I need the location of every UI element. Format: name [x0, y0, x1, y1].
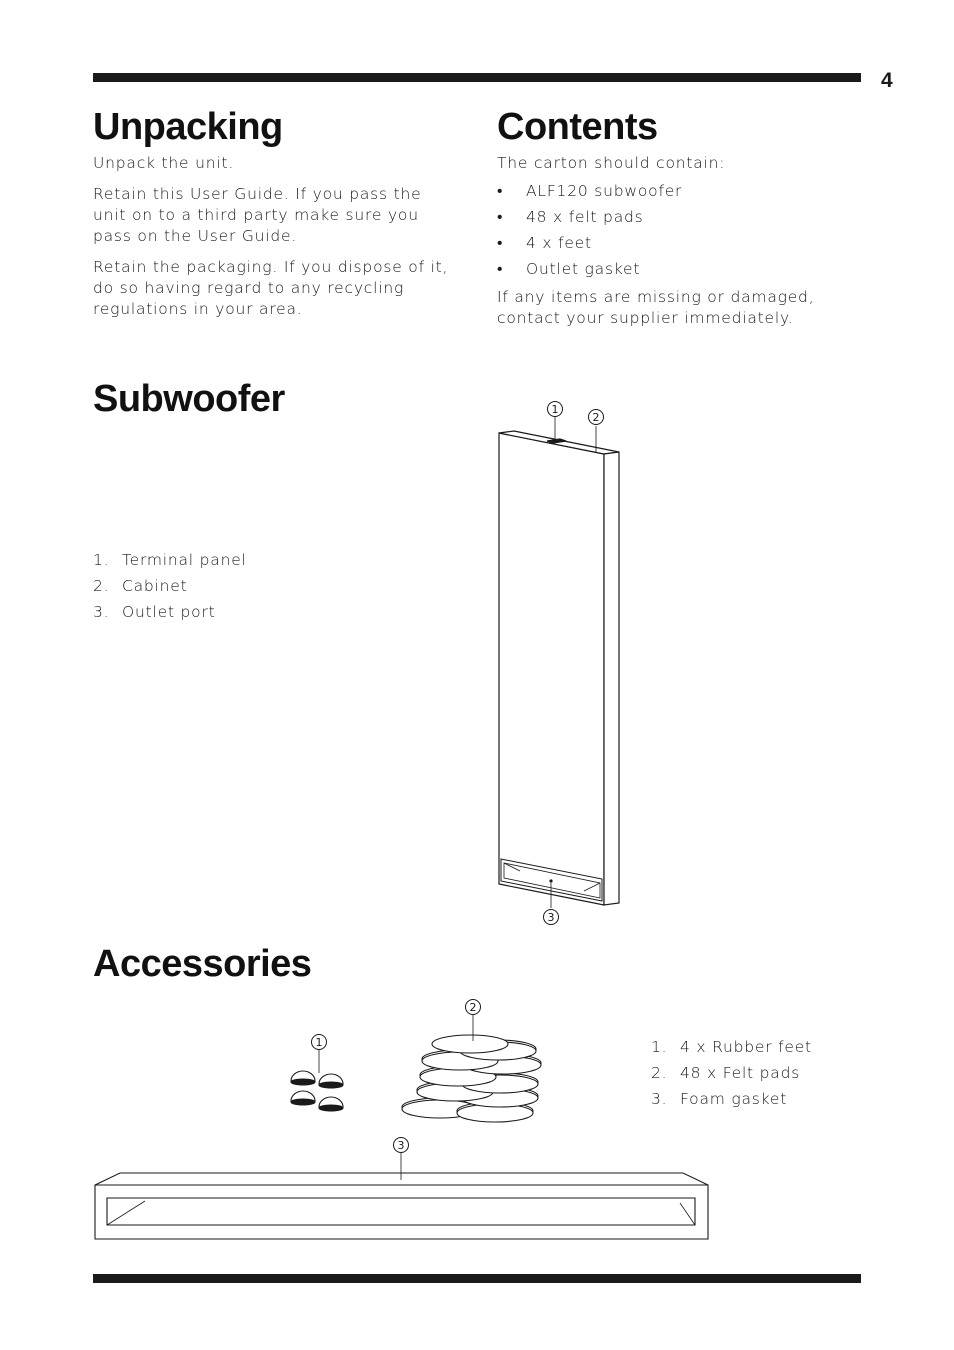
bottom-rule	[93, 1274, 861, 1283]
callout-label: 2	[470, 1001, 477, 1014]
contents-item: Outlet gasket	[497, 259, 842, 285]
part-number: 2.	[651, 1064, 668, 1082]
accessories-part-item: 2. 48 x Felt pads	[651, 1063, 871, 1089]
part-number: 2.	[93, 577, 110, 595]
contents-list: ALF120 subwoofer 48 x felt pads 4 x feet…	[497, 181, 842, 285]
contents-item: 4 x feet	[497, 233, 842, 259]
callout-2: 2	[465, 999, 481, 1015]
callout-2: 2	[588, 409, 604, 425]
callout-label: 3	[548, 911, 555, 924]
callout-label: 3	[398, 1139, 405, 1152]
callout-label: 1	[316, 1036, 323, 1049]
rubber-feet-drawing	[290, 1050, 344, 1112]
accessories-parts: 1. 4 x Rubber feet 2. 48 x Felt pads 3. Foa…	[651, 1037, 871, 1115]
contents-body: The carton should contain: ALF120 subwoo…	[497, 153, 842, 339]
contents-item: 48 x felt pads	[497, 207, 842, 233]
callout-3: 3	[393, 1137, 409, 1153]
accessories-heading: Accessories	[93, 943, 312, 985]
unpacking-paragraph-1: Unpack the unit.	[93, 154, 235, 172]
subwoofer-illustration: 1 2 3	[498, 401, 620, 925]
part-number: 3.	[93, 603, 110, 621]
accessories-part-item: 1. 4 x Rubber feet	[651, 1037, 871, 1063]
subwoofer-parts-list: 1. Terminal panel 2. Cabinet 3. Outlet port	[93, 550, 393, 628]
subwoofer-heading: Subwoofer	[93, 378, 285, 420]
part-number: 1.	[651, 1038, 668, 1056]
part-label: Terminal panel	[122, 551, 247, 569]
top-rule	[93, 73, 861, 82]
callout-3: 3	[543, 909, 559, 925]
foam-gasket-drawing	[94, 1153, 709, 1240]
part-label: Foam gasket	[680, 1090, 788, 1108]
callout-1: 1	[547, 401, 563, 417]
unpacking-paragraph-2: Retain this User Guide. If you pass the …	[93, 185, 422, 245]
unpacking-body: Unpack the unit. Retain this User Guide.…	[93, 153, 453, 330]
subwoofer-part-item: 3. Outlet port	[93, 602, 393, 628]
unpacking-heading: Unpacking	[93, 106, 283, 148]
accessories-illustration: 1 2 3	[94, 999, 709, 1240]
subwoofer-part-item: 2. Cabinet	[93, 576, 393, 602]
callout-label: 1	[552, 403, 559, 416]
accessories-part-item: 3. Foam gasket	[651, 1089, 871, 1115]
felt-pads-drawing	[401, 1015, 542, 1123]
callout-1: 1	[311, 1034, 327, 1050]
part-number: 3.	[651, 1090, 668, 1108]
part-label: 4 x Rubber feet	[680, 1038, 812, 1056]
page-number: 4	[881, 69, 893, 92]
subwoofer-part-item: 1. Terminal panel	[93, 550, 393, 576]
unpacking-paragraph-3: Retain the packaging. If you dispose of …	[93, 258, 449, 318]
part-label: Outlet port	[122, 603, 216, 621]
part-number: 1.	[93, 551, 110, 569]
contents-item: ALF120 subwoofer	[497, 181, 842, 207]
part-label: Cabinet	[122, 577, 188, 595]
contents-intro: The carton should contain:	[497, 154, 726, 172]
contents-heading: Contents	[497, 106, 658, 148]
callout-label: 2	[593, 411, 600, 424]
part-label: 48 x Felt pads	[680, 1064, 801, 1082]
contents-footer: If any items are missing or damaged, con…	[497, 288, 815, 327]
accessories-parts-list: 1. 4 x Rubber feet 2. 48 x Felt pads 3. Foa…	[651, 1037, 871, 1115]
subwoofer-parts: 1. Terminal panel 2. Cabinet 3. Outlet port	[93, 550, 393, 628]
